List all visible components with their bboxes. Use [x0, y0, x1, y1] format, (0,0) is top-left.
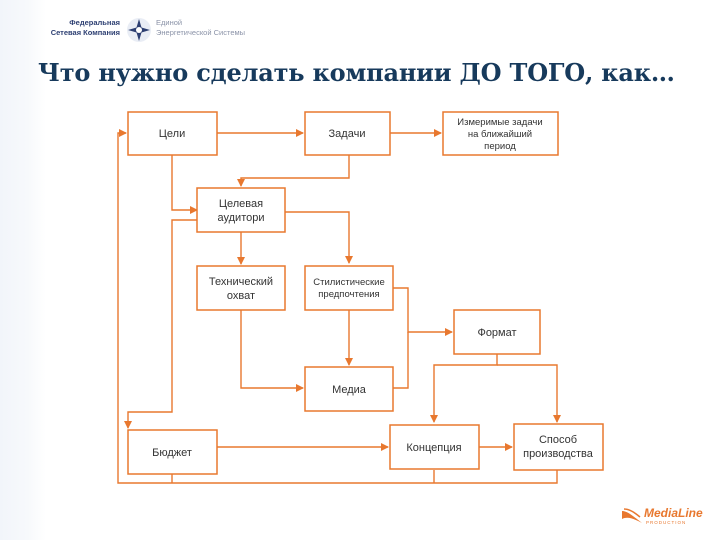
arrow-audience-to-stylistic — [285, 211, 353, 264]
brand-sub: PRODUCTION — [646, 520, 687, 525]
logo-left-line1: Федеральная — [69, 18, 120, 27]
box-audience — [196, 187, 286, 233]
box-method — [513, 423, 604, 471]
label-method-2: производства — [523, 448, 594, 460]
arrow-feedback-to-goals — [117, 129, 558, 484]
logo-right-line2: Энергетической Системы — [156, 28, 246, 37]
label-technical-1: Технический — [209, 276, 273, 288]
arrow-format-to-method — [497, 364, 561, 423]
arrow-format-to-concept — [430, 354, 498, 423]
box-stylistic — [304, 265, 394, 311]
arrow-technical-to-media — [240, 310, 304, 392]
company-logo: Федеральная Сетевая Компания Единой Энер… — [46, 16, 256, 46]
box-format — [453, 309, 541, 355]
label-media: Медиа — [332, 384, 367, 396]
label-audience-1: Целевая — [219, 198, 263, 210]
logo-left-text: Федеральная Сетевая Компания — [46, 18, 120, 38]
label-goals: Цели — [159, 128, 185, 140]
box-measurable — [442, 111, 559, 156]
label-budget: Бюджет — [152, 447, 192, 459]
arrow-tasks-to-audience — [237, 155, 350, 187]
label-method-1: Способ — [539, 434, 577, 446]
page-title: Что нужно сделать компании ДО ТОГО, как… — [38, 58, 675, 87]
logo-left-line2: Сетевая Компания — [50, 28, 120, 37]
label-measurable-1: Измеримые задачи — [457, 117, 542, 128]
arrow-goals-to-audience — [171, 155, 198, 214]
label-stylistic-1: Стилистические — [313, 277, 385, 288]
label-measurable-3: период — [484, 141, 516, 152]
box-budget — [127, 429, 218, 475]
box-concept — [389, 424, 480, 470]
brand-swoosh-icon — [622, 508, 642, 523]
logo-right-line1: Единой — [156, 18, 183, 27]
label-audience-2: аудитори — [218, 212, 265, 224]
label-concept: Концепция — [406, 442, 461, 454]
brand-name: MediaLine — [644, 506, 703, 520]
label-measurable-2: на ближайший — [468, 129, 532, 140]
logo-star-icon — [127, 18, 151, 42]
arrow-media-to-format — [393, 332, 409, 389]
label-tasks: Задачи — [329, 128, 366, 140]
box-technical — [196, 265, 286, 311]
logo-right-text: Единой Энергетической Системы — [156, 18, 266, 38]
brand-logo: MediaLine PRODUCTION — [620, 505, 710, 529]
box-media — [304, 366, 394, 412]
arrow-audience-to-budget — [124, 219, 197, 429]
label-stylistic-2: предпочтения — [318, 289, 379, 300]
box-tasks — [304, 111, 391, 156]
label-format: Формат — [477, 327, 516, 339]
box-goals — [127, 111, 218, 156]
arrow-stylistic-to-format — [393, 287, 453, 336]
left-decor-strip — [0, 0, 46, 540]
label-technical-2: охват — [227, 290, 255, 302]
